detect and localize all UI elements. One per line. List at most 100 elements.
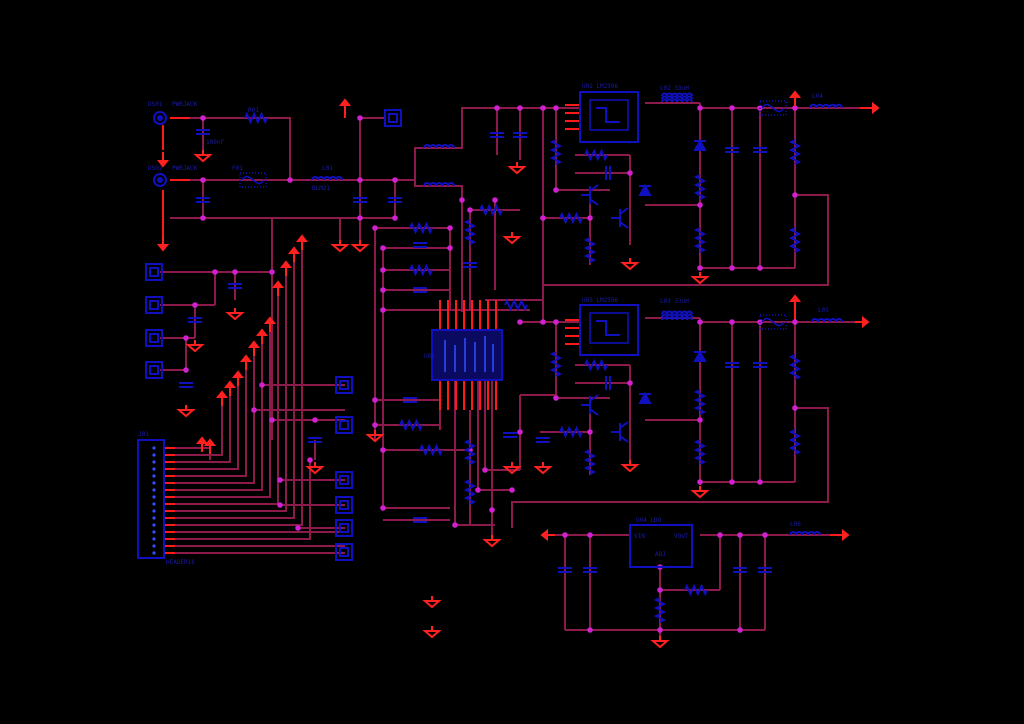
ground-icon — [365, 430, 385, 443]
junction-dot — [729, 265, 735, 271]
junctions — [183, 105, 798, 633]
junction-dot — [492, 197, 498, 203]
junction-dot — [697, 417, 703, 423]
resistor-icon — [653, 597, 667, 623]
junction-dot — [200, 177, 206, 183]
resistor-icon — [693, 389, 707, 415]
ground-icon — [620, 258, 640, 271]
ground-icon — [690, 486, 710, 499]
junction-dot — [757, 479, 763, 485]
inductor-label: L01 — [322, 165, 333, 172]
transistor-icon — [611, 207, 629, 229]
junction-dot — [380, 267, 386, 273]
fuse-label: F01 — [232, 165, 243, 172]
inductors — [311, 92, 843, 536]
header-pin-dot — [152, 544, 156, 548]
resistor-icon — [479, 203, 503, 217]
resistors — [244, 111, 802, 623]
junction-dot — [517, 105, 523, 111]
junction-dot — [269, 417, 275, 423]
inductor-value: BLM21 — [312, 185, 330, 192]
junction-dot — [587, 215, 593, 221]
power-arrow-icon — [247, 340, 261, 356]
header-pin-dot — [152, 467, 156, 471]
resistor-icon — [409, 263, 433, 277]
header-pin-dot — [152, 474, 156, 478]
ground-icon — [502, 462, 522, 475]
junction-dot — [697, 265, 703, 271]
jack2-ref: DS02 — [148, 165, 163, 172]
junction-dot — [729, 479, 735, 485]
fuse-icon — [759, 314, 787, 330]
resistor-icon — [693, 439, 707, 465]
power-arrow-icon — [195, 436, 209, 452]
junction-dot — [627, 380, 633, 386]
power-arrow-icon — [540, 528, 554, 542]
resistor-icon — [693, 227, 707, 253]
junction-dot — [259, 382, 265, 388]
jack1-ref: DS01 — [148, 101, 163, 108]
ground-icon — [650, 636, 670, 649]
junction-dot — [553, 105, 559, 111]
header-pin-dot — [152, 495, 156, 499]
components — [137, 91, 693, 568]
power-arrow-icon — [866, 101, 880, 115]
top-output-inductor: L04 — [812, 93, 823, 100]
power-arrow-icon — [788, 90, 802, 106]
ldo-ref: U04 LDO — [636, 517, 662, 524]
ground-icon — [507, 162, 527, 175]
power-arrow-icon — [287, 246, 301, 262]
ic-icon — [579, 91, 639, 143]
junction-dot — [553, 187, 559, 193]
junction-dot — [357, 215, 363, 221]
resistor-icon — [584, 148, 608, 162]
header-ref: J01 — [138, 431, 149, 438]
junction-dot — [183, 335, 189, 341]
junction-dot — [183, 367, 189, 373]
ground-icon — [176, 405, 196, 418]
fuses — [239, 100, 787, 330]
inductor-icon — [661, 310, 693, 315]
connector-icon — [335, 471, 353, 489]
zener-diode-icon — [693, 138, 707, 151]
ldo-output-inductor: L06 — [790, 521, 801, 528]
connector-icon — [335, 496, 353, 514]
top-regulator-inductor: L02 33uH — [660, 85, 689, 92]
junction-dot — [762, 532, 768, 538]
junction-dot — [392, 177, 398, 183]
junction-dot — [717, 532, 723, 538]
junction-dot — [494, 105, 500, 111]
header-pin-dot — [152, 516, 156, 520]
junction-dot — [729, 105, 735, 111]
top-regulator-ref: U02 LM2596 — [582, 83, 619, 90]
ground-icon — [330, 240, 350, 253]
junction-dot — [587, 429, 593, 435]
resistor-icon — [788, 429, 802, 455]
power-arrow-icon — [856, 315, 870, 329]
resistor-icon — [399, 418, 423, 432]
junction-dot — [295, 525, 301, 531]
ground-icon — [305, 462, 325, 475]
power-arrow-icon — [231, 370, 245, 386]
resistor-icon — [583, 237, 597, 263]
junction-dot — [697, 202, 703, 208]
junction-dot — [792, 405, 798, 411]
power-arrow-icon — [836, 528, 850, 542]
fuse-icon — [761, 103, 785, 113]
zener-diode-icon — [638, 183, 652, 196]
inductor-icon — [423, 182, 455, 187]
header-pin-dot — [152, 481, 156, 485]
junction-dot — [212, 269, 218, 275]
resistor-icon — [584, 358, 608, 372]
resistor-icon — [409, 221, 433, 235]
ground-icon — [422, 596, 442, 609]
junction-dot — [372, 422, 378, 428]
junction-dot — [697, 479, 703, 485]
power-arrow-icon — [271, 280, 285, 296]
power-arrow-icon — [263, 316, 277, 332]
resistor-icon — [788, 354, 802, 380]
inductor-icon — [809, 103, 843, 109]
zener-diode-icon — [638, 391, 652, 404]
